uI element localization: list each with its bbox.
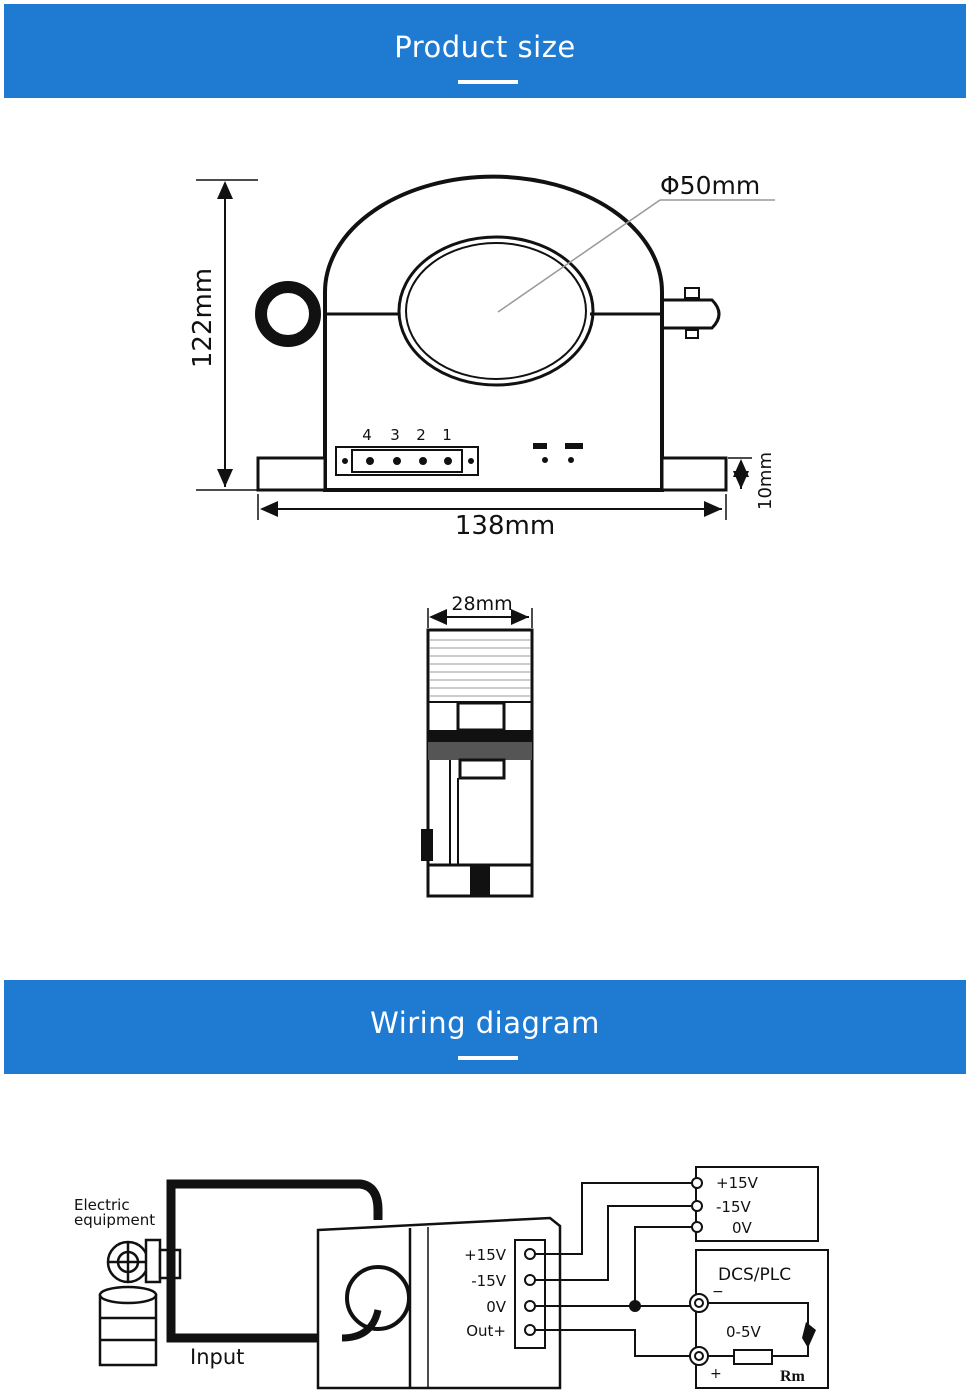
terminal-p15 [524, 1248, 536, 1260]
left-latch-ring [255, 281, 321, 347]
supply-p15: +15V [716, 1174, 759, 1192]
aperture-inner [405, 242, 587, 380]
pin-label-1: 1 [442, 426, 452, 444]
width-dimension [257, 494, 727, 520]
terminal-label-p15: +15V [464, 1246, 507, 1264]
terminal-label-0v: 0V [486, 1298, 507, 1316]
wiring-diagram-title: Wiring diagram [370, 1006, 600, 1040]
thickness-label: 28mm [451, 593, 512, 615]
resistor-label: Rm [780, 1368, 806, 1385]
dcs-label: DCS/PLC [718, 1265, 791, 1285]
aperture-outer [397, 235, 595, 387]
primary-conductor-top [166, 1179, 383, 1278]
dcs-plus: + [710, 1366, 722, 1382]
terminal-label-n15: -15V [471, 1272, 506, 1290]
dcs-minus: − [712, 1284, 724, 1300]
thickness-dimension [427, 608, 533, 628]
terminal-label-out: Out+ [466, 1322, 506, 1340]
resistor-rm [733, 1349, 773, 1365]
diameter-label: Φ50mm [660, 171, 760, 200]
meter-arrow [802, 1322, 816, 1348]
terminal-out [524, 1324, 536, 1336]
terminal-n15 [524, 1274, 536, 1286]
base-dimension [728, 457, 752, 489]
product-size-banner: Product size [4, 4, 966, 98]
terminal-0v [524, 1300, 536, 1312]
sensor-box [316, 1216, 562, 1390]
pin-label-2: 2 [416, 426, 426, 444]
power-supply-box [695, 1166, 819, 1242]
side-view [421, 628, 534, 898]
output-range: 0-5V [726, 1323, 761, 1341]
equipment-label-line2: equipment [74, 1211, 155, 1229]
supply-0v: 0V [732, 1219, 753, 1237]
pin-label-3: 3 [390, 426, 400, 444]
product-size-title: Product size [394, 30, 576, 64]
equipment-label-line1: Electric [74, 1196, 130, 1214]
wiring-diagram-banner: Wiring diagram [4, 980, 966, 1074]
height-dimension [196, 179, 258, 491]
base-label: 10mm [755, 452, 776, 510]
electric-equipment-icon [98, 1238, 182, 1367]
primary-conductor-bottom [166, 1278, 325, 1343]
height-label: 122mm [188, 268, 218, 368]
title-underline [458, 80, 518, 84]
width-label: 138mm [455, 511, 555, 541]
pin-label-4: 4 [362, 426, 372, 444]
supply-n15: -15V [716, 1198, 751, 1216]
input-label: Input [190, 1345, 244, 1369]
title-underline [458, 1056, 518, 1060]
front-view [255, 174, 728, 492]
